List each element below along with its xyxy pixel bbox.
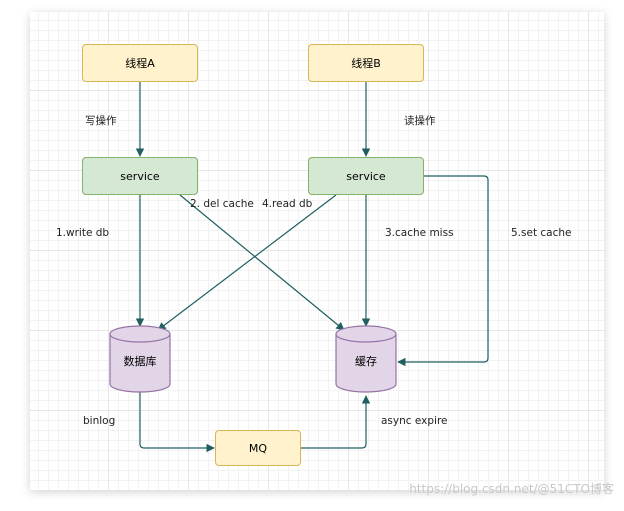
service-left-node[interactable]: service [82, 157, 198, 195]
diagram-canvas [30, 12, 604, 490]
thread-a-node[interactable]: 线程A [82, 44, 198, 82]
arrow-binlog [139, 392, 215, 453]
service-right-node[interactable]: service [308, 157, 424, 195]
cache-miss-label: 3.cache miss [385, 227, 454, 239]
database-cylinder[interactable] [109, 325, 171, 393]
watermark: https://blog.csdn.net/@51CTO博客 [409, 482, 614, 496]
arrow-read-db [157, 194, 337, 331]
set-cache-label: 5.set cache [511, 227, 572, 239]
cache-label: 缓存 [355, 355, 377, 368]
write-op-label: 写操作 [85, 115, 117, 127]
arrow-del-cache [179, 194, 345, 331]
arrow-async-expire [300, 395, 371, 449]
thread-b-node[interactable]: 线程B [308, 44, 424, 82]
database-label: 数据库 [123, 355, 157, 368]
del-cache-label: 2. del cache [190, 198, 254, 210]
write-db-label: 1.write db [56, 227, 110, 239]
cache-cylinder[interactable] [335, 325, 397, 393]
mq-node[interactable]: MQ [215, 430, 301, 466]
read-op-label: 读操作 [404, 115, 436, 127]
async-expire-label: async expire [381, 415, 448, 427]
binlog-label: binlog [83, 415, 116, 427]
arrow-set-cache [397, 175, 489, 367]
read-db-label: 4.read db [262, 198, 313, 210]
